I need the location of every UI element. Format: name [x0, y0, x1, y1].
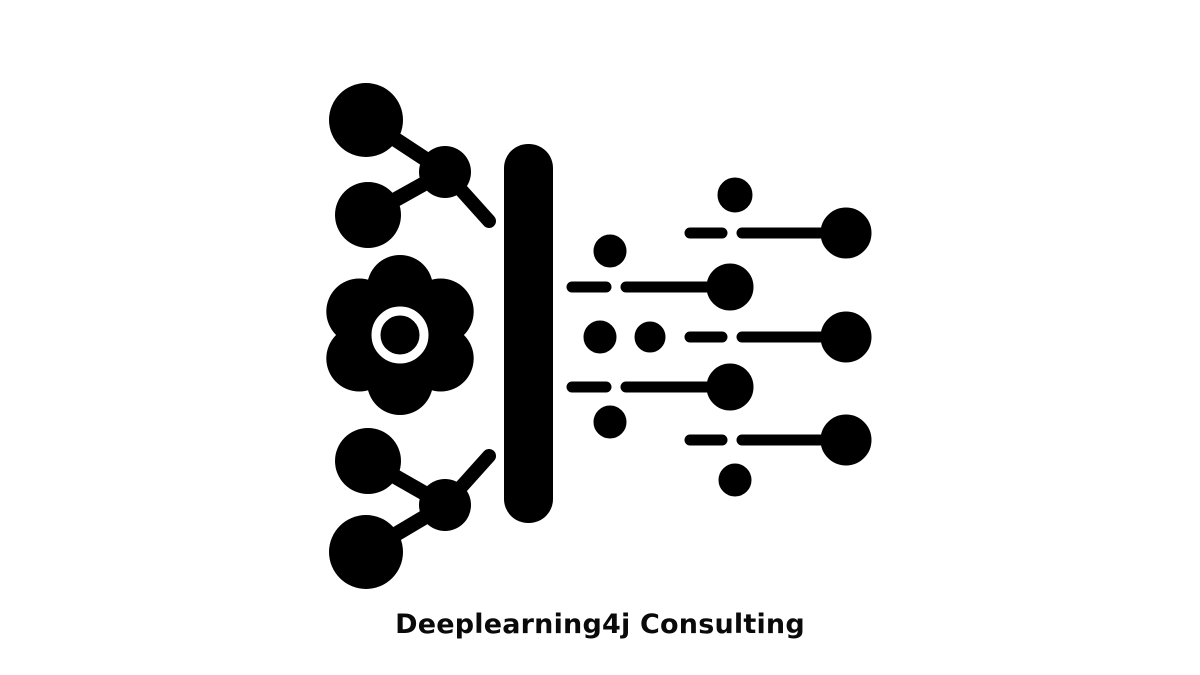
circuit-traces — [566, 177, 872, 497]
top-node-b — [335, 182, 401, 248]
bottom-node-hub — [419, 479, 471, 531]
trace-node-r1 — [820, 207, 872, 259]
bottom-node-b — [335, 428, 401, 494]
trace-node-r5 — [820, 414, 872, 466]
bottom-node-a — [329, 515, 403, 589]
logo-graphic — [326, 83, 872, 589]
gear-icon — [326, 255, 474, 415]
trace-dot-bottom — [718, 463, 752, 497]
trace-dot-r2-left — [593, 234, 627, 268]
trace-node-r2 — [706, 263, 754, 311]
gear-center-hole — [371, 306, 429, 364]
top-node-hub — [419, 146, 471, 198]
center-bar — [504, 144, 553, 523]
gear-body — [348, 283, 452, 387]
top-node-cluster — [329, 83, 496, 248]
bottom-node-cluster — [329, 428, 496, 589]
trace-node-r3 — [820, 311, 872, 363]
trace-dot-r3-b — [634, 321, 666, 353]
trace-dot-r4-below — [593, 405, 627, 439]
trace-dot-top — [717, 177, 753, 213]
trace-dot-r3-a — [583, 320, 617, 354]
logo-caption: Deeplearning4j Consulting — [395, 609, 805, 640]
top-node-a — [329, 83, 403, 157]
trace-node-r4 — [706, 363, 754, 411]
